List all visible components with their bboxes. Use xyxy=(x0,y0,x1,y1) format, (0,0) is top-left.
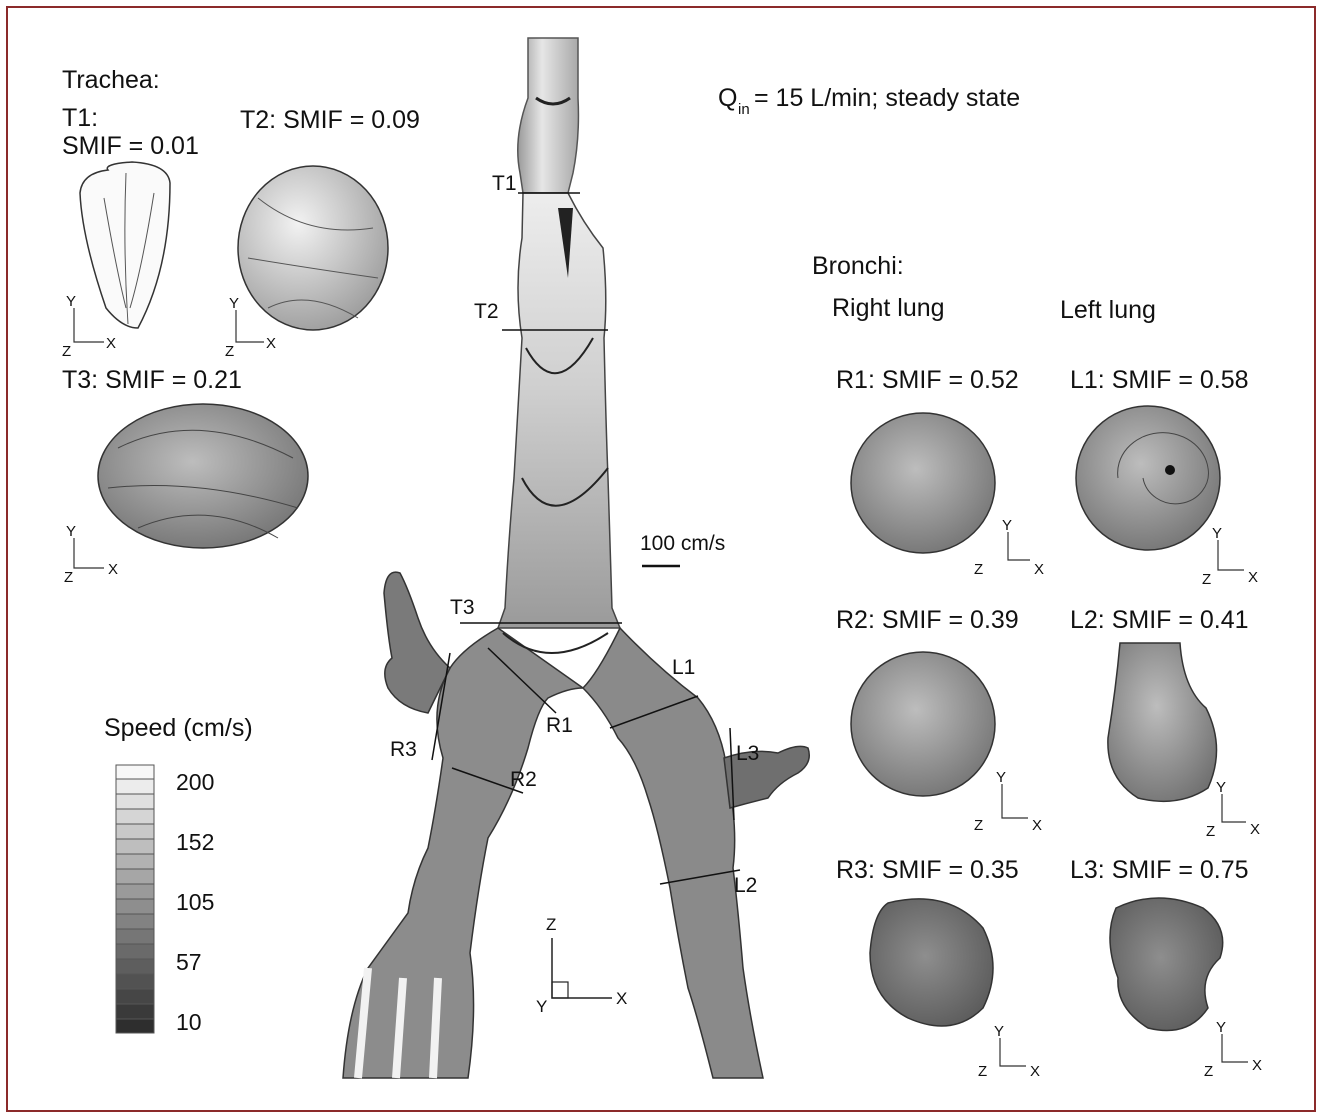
trachea-panel: Trachea: T1: SMIF = 0.01 T2: SMIF = 0.09… xyxy=(62,66,420,586)
marker-t1: T1 xyxy=(492,172,517,195)
flow-condition: Q in = 15 L/min; steady state xyxy=(718,84,1020,118)
speed-legend: Speed (cm/s) 200 152 105 57 10 xyxy=(104,714,253,1035)
airway-model: T1 T2 T3 R1 R2 R3 L1 L2 L3 xyxy=(343,38,809,1078)
t3-cross-section xyxy=(98,404,308,548)
legend-colorbar xyxy=(116,765,154,1033)
marker-t3: T3 xyxy=(450,596,475,619)
l3-label: L3: SMIF = 0.75 xyxy=(1070,856,1249,884)
l2-axis-x: X xyxy=(1250,821,1260,838)
l1-axis-z: Z xyxy=(1202,571,1211,588)
t3-label: T3: SMIF = 0.21 xyxy=(62,366,242,394)
l3-cross-section xyxy=(1110,898,1223,1031)
figure-canvas: T1 T2 T3 R1 R2 R3 L1 L2 L3 Trachea: T1: … xyxy=(8,8,1318,1114)
l3-axis-z: Z xyxy=(1204,1063,1213,1080)
flow-condition-text: = 15 L/min; steady state xyxy=(754,84,1020,112)
l1-vortex-core xyxy=(1165,465,1175,475)
r1-axis-x: X xyxy=(1034,561,1044,578)
marker-r3: R3 xyxy=(390,738,417,761)
l1-label: L1: SMIF = 0.58 xyxy=(1070,366,1249,394)
vector-scale: 100 cm/s xyxy=(640,532,725,566)
t3-axis-x: X xyxy=(108,561,118,578)
bronchi-heading: Bronchi: xyxy=(812,252,904,280)
l3-axis-y: Y xyxy=(1216,1019,1226,1036)
legend-tick-152: 152 xyxy=(176,829,214,855)
r1-label: R1: SMIF = 0.52 xyxy=(836,366,1019,394)
legend-tick-57: 57 xyxy=(176,949,202,975)
legend-tick-200: 200 xyxy=(176,769,214,795)
t1-axis-y: Y xyxy=(66,293,76,310)
r3-cross-section xyxy=(870,899,993,1026)
t2-axis-y: Y xyxy=(229,295,239,312)
marker-l3: L3 xyxy=(736,742,759,765)
t1-smif: SMIF = 0.01 xyxy=(62,132,199,160)
marker-r2: R2 xyxy=(510,768,537,791)
bronchi-panel: Bronchi: Right lung Left lung R1: SMIF =… xyxy=(812,252,1262,1080)
t2-cross-section xyxy=(238,166,388,330)
flow-q: Q xyxy=(718,84,737,112)
global-axes: Z X Y xyxy=(536,915,627,1016)
marker-l1: L1 xyxy=(672,656,695,679)
legend-tick-105: 105 xyxy=(176,889,214,915)
r3-axis-z: Z xyxy=(978,1063,987,1080)
legend-tick-10: 10 xyxy=(176,1009,202,1035)
l2-axis-z: Z xyxy=(1206,823,1215,840)
t2-axis-z: Z xyxy=(225,343,234,360)
t3-axis-y: Y xyxy=(66,523,76,540)
l1-axis-y: Y xyxy=(1212,525,1222,542)
figure-frame: T1 T2 T3 R1 R2 R3 L1 L2 L3 Trachea: T1: … xyxy=(6,6,1316,1112)
vector-scale-label: 100 cm/s xyxy=(640,532,725,555)
legend-title: Speed (cm/s) xyxy=(104,714,253,742)
r3-label: R3: SMIF = 0.35 xyxy=(836,856,1019,884)
r3-axis-x: X xyxy=(1030,1063,1040,1080)
r1-axis-z: Z xyxy=(974,561,983,578)
l2-cross-section xyxy=(1108,643,1217,801)
r2-label: R2: SMIF = 0.39 xyxy=(836,606,1019,634)
r2-axis-y: Y xyxy=(996,769,1006,786)
left-bronchus xyxy=(583,628,763,1078)
r3-axis-y: Y xyxy=(994,1023,1004,1040)
t1-axis-z: Z xyxy=(62,343,71,360)
right-lung-heading: Right lung xyxy=(832,294,945,322)
l1-cross-section xyxy=(1076,406,1220,550)
r2-axis-z: Z xyxy=(974,817,983,834)
global-axis-x: X xyxy=(616,989,627,1008)
l1-axis-x: X xyxy=(1248,569,1258,586)
t3-axis-z: Z xyxy=(64,569,73,586)
left-lung-heading: Left lung xyxy=(1060,296,1156,324)
marker-t2: T2 xyxy=(474,300,499,323)
trachea-inlet xyxy=(518,38,579,193)
trachea-body xyxy=(498,193,620,628)
r2-cross-section xyxy=(851,652,995,796)
t1-label: T1: xyxy=(62,104,98,132)
trachea-heading: Trachea: xyxy=(62,66,160,94)
t2-axis-x: X xyxy=(266,335,276,352)
marker-l2: L2 xyxy=(734,874,757,897)
l2-label: L2: SMIF = 0.41 xyxy=(1070,606,1249,634)
r1-axis-y: Y xyxy=(1002,517,1012,534)
global-axis-y: Y xyxy=(536,997,547,1016)
l2-axis-y: Y xyxy=(1216,779,1226,796)
t1-axis-glyph xyxy=(74,308,104,342)
r2-axis-x: X xyxy=(1032,817,1042,834)
flow-q-subscript: in xyxy=(738,101,750,118)
global-axis-z: Z xyxy=(546,915,556,934)
r1-cross-section xyxy=(851,413,995,553)
l3-axis-x: X xyxy=(1252,1057,1262,1074)
marker-r1: R1 xyxy=(546,714,573,737)
t2-label: T2: SMIF = 0.09 xyxy=(240,106,420,134)
t2-axis-glyph xyxy=(236,310,264,342)
t3-axis-glyph xyxy=(74,538,104,568)
t1-axis-x: X xyxy=(106,335,116,352)
